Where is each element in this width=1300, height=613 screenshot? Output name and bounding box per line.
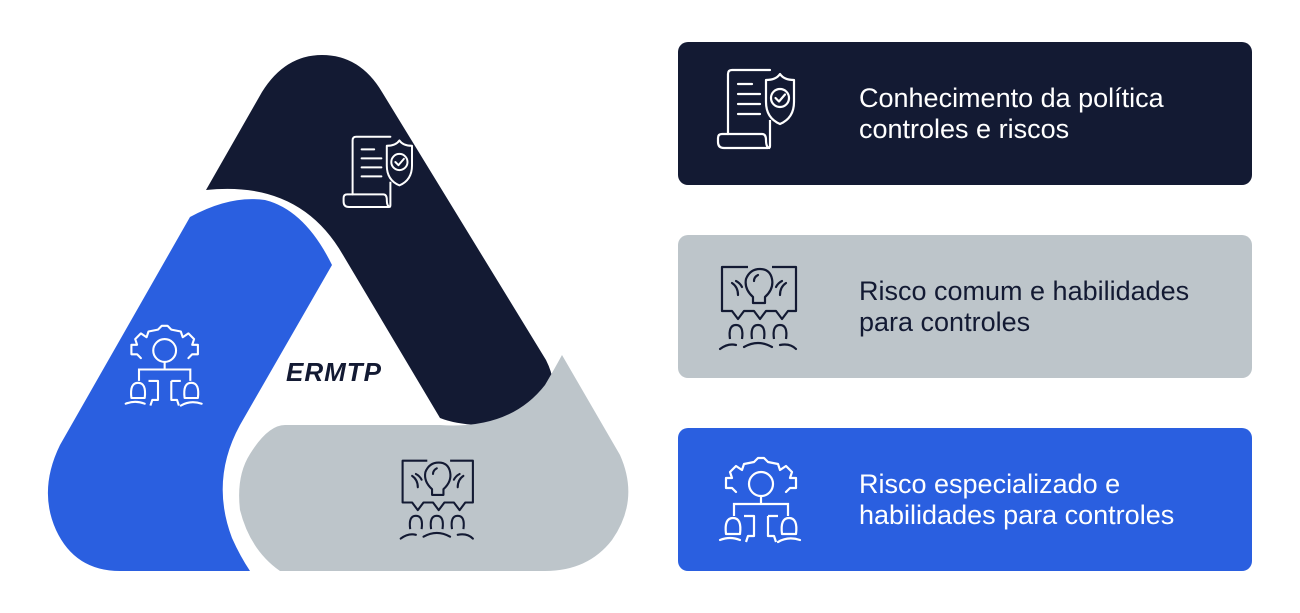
document-shield-check-icon (716, 68, 796, 149)
segment-policy-knowledge (206, 55, 554, 426)
card-common-risk: Risco comum e habilidades para controles (678, 235, 1252, 378)
card-label: Risco especializado e habilidades para c… (859, 469, 1174, 531)
card-label: Conhecimento da política controles e ris… (859, 83, 1164, 145)
card-specialized-risk: Risco especializado e habilidades para c… (678, 428, 1252, 571)
card-label: Risco comum e habilidades para controles (859, 276, 1189, 338)
card-policy-knowledge: Conhecimento da política controles e ris… (678, 42, 1252, 185)
card-label-line-2: habilidades para controles (859, 499, 1175, 530)
card-label-line-1: Risco especializado e (859, 468, 1121, 499)
card-label-line-2: controles e riscos (859, 113, 1070, 144)
idea-presentation-audience-icon (718, 265, 798, 350)
gear-hierarchy-people-icon (718, 456, 802, 543)
card-label-line-2: para controles (859, 306, 1031, 337)
center-label: ERMTP (286, 357, 382, 387)
card-label-line-1: Conhecimento da política (859, 82, 1164, 113)
card-label-line-1: Risco comum e habilidades (859, 275, 1190, 306)
segment-specialized-risk (47, 199, 333, 571)
ermtp-triangle-diagram (47, 55, 629, 571)
